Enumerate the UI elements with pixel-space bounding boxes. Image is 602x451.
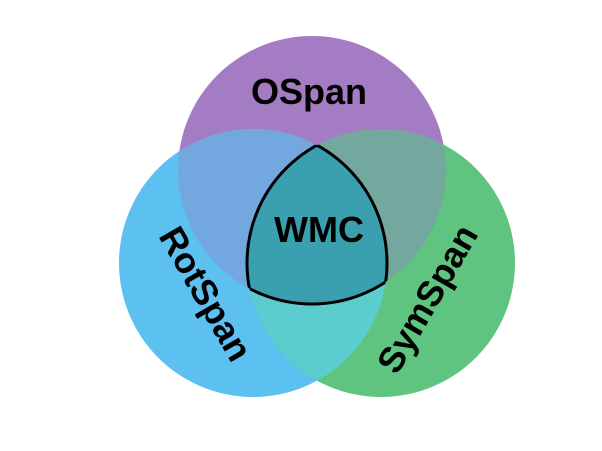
triple-intersection xyxy=(247,129,387,304)
center-outline-ospan-arc xyxy=(247,129,387,306)
center-outline-rotspan-arc xyxy=(247,129,389,304)
ospan-label: OSpan xyxy=(251,71,367,112)
wmc-label: WMC xyxy=(274,209,364,250)
center-outline-symspan-arc xyxy=(245,129,387,304)
